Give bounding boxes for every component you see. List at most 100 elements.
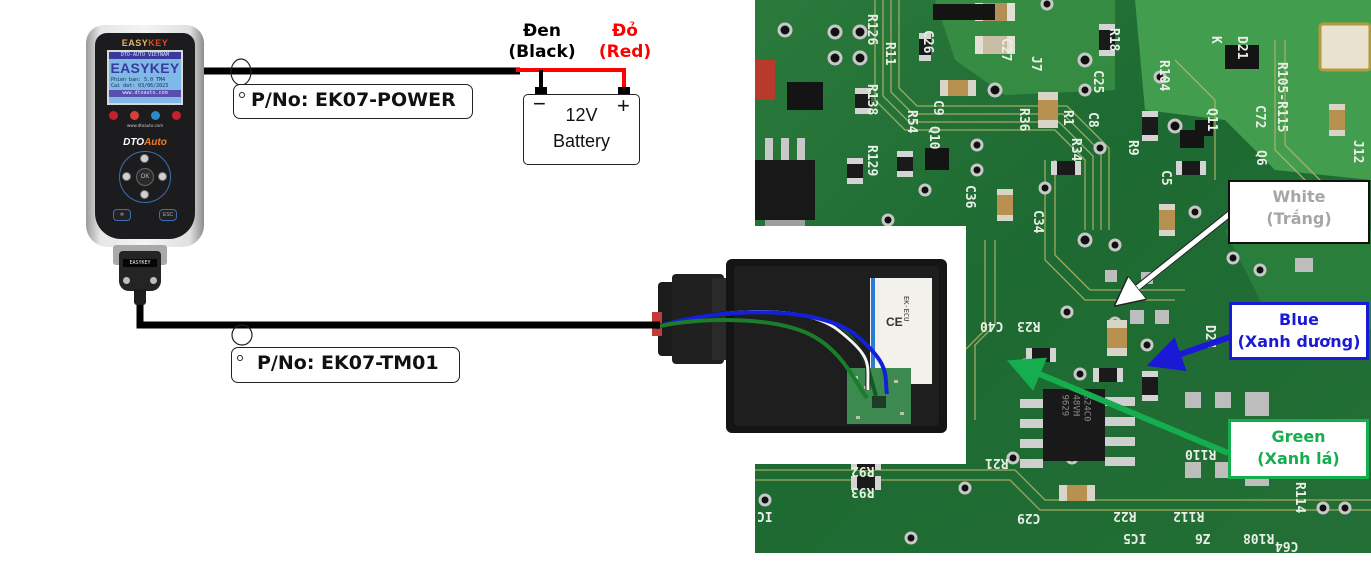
pcb-label: R129 (864, 145, 879, 177)
black-wire-vn: Đen (523, 21, 561, 41)
screen-version: Phien ban: 5.0 TM4 (111, 77, 166, 83)
eeprom-marking: S24C0 48VH 9629 (1059, 395, 1092, 439)
blue-pin-vn: (Xanh dương) (1237, 332, 1361, 351)
tag-hole-icon (237, 355, 243, 361)
brand-easy: EASY (121, 38, 149, 48)
pcb-label: C40 (980, 318, 1004, 333)
red-wire-label: Đỏ (Red) (590, 21, 660, 63)
screen-title: EASYKEY (110, 60, 180, 76)
pcb-label: Q11 (1204, 108, 1219, 132)
pcb-label: R93 (851, 484, 875, 499)
pcb-label: R11 (882, 42, 897, 66)
pcb-label: C9 (930, 100, 945, 116)
pcb-label: IC5 (1123, 530, 1147, 545)
suzuki-logo-icon (172, 111, 181, 120)
maker-auto: Auto (144, 137, 167, 148)
black-wire-en: (Black) (508, 42, 576, 62)
pcb-label: C26 (920, 30, 935, 54)
down-button[interactable] (140, 190, 149, 199)
white-pin-vn: (Trắng) (1266, 209, 1332, 228)
ecu-module-artwork: EK-ECU CE (652, 259, 947, 433)
pcb-label: C34 (1030, 210, 1045, 234)
connector-tag: EASYKEY (123, 259, 157, 267)
pcb-label: Z6 (1195, 530, 1211, 545)
battery-neg-terminal (535, 87, 547, 96)
pcb-label: R114 (1292, 482, 1307, 514)
chip-marking-line: S24C0 (1081, 394, 1092, 422)
pcb-label: D21 (1234, 36, 1249, 60)
pcb-label: R108 (1243, 530, 1275, 545)
chip-marking-line: 48VH (1070, 394, 1081, 417)
pcb-photo: R126 R11 C26 C27 J7 R18 C25 R104 D21 K R… (755, 0, 1371, 553)
connector-boot (134, 289, 146, 305)
pcb-label: C36 (962, 185, 977, 209)
battery-12v: − + 12V Battery (523, 91, 640, 165)
up-button[interactable] (140, 154, 149, 163)
power-part-number: P/No: EK07-POWER (251, 89, 456, 111)
pcb-label: R138 (864, 84, 879, 116)
pcb-label: R23 (1017, 318, 1041, 333)
minus-icon: − (533, 91, 546, 116)
connector-screw (150, 277, 157, 284)
black-wire-label: Đen (Black) (500, 21, 584, 63)
pcb-label: C72 (1252, 105, 1267, 129)
ecu-panel: EK-ECU CE (642, 226, 966, 464)
pcb-label: R104 (1156, 60, 1171, 92)
cable-layer (136, 58, 660, 346)
tag-hole-icon (239, 92, 245, 98)
right-button[interactable] (158, 172, 167, 181)
esc-button[interactable]: ESC (159, 209, 177, 221)
battery-pos-terminal (618, 87, 630, 96)
pcb-label: Q10 (926, 126, 941, 150)
power-cable-tag: P/No: EK07-POWER (233, 84, 473, 119)
pcb-label: R21 (985, 455, 1009, 470)
easykey-device: EASYKEY DTO-AUTO VIETNAM EASYKEY Phien b… (86, 25, 204, 247)
pcb-label: R126 (864, 14, 879, 46)
pcb-label: J7 (1028, 56, 1043, 72)
ok-button[interactable]: OK (136, 168, 154, 186)
pcb-label: R22 (1113, 508, 1137, 523)
honda-logo-icon (109, 111, 118, 120)
left-button[interactable] (122, 172, 131, 181)
battery-label: Battery (552, 131, 611, 151)
pcb-label: R9 (1125, 140, 1140, 156)
green-pin-vn: (Xanh lá) (1257, 449, 1340, 468)
screen-header: DTO-AUTO VIETNAM (109, 52, 181, 59)
screen-install-date: Cai dat: 03/06/2023 (111, 83, 169, 89)
blue-pin-callout: Blue (Xanh dương) (1229, 302, 1369, 360)
pcb-label: R54 (904, 110, 919, 134)
pcb-label: R112 (1173, 508, 1205, 523)
white-pin-callout: White (Trắng) (1228, 180, 1370, 244)
sym-logo-icon (151, 111, 160, 120)
pcb-label: R18 (1106, 28, 1121, 52)
chip-marking-line: 9629 (1059, 394, 1070, 417)
pcb-label: C8 (1085, 112, 1100, 128)
connector-hood (119, 251, 161, 291)
pcb-artwork (755, 0, 1371, 553)
green-pin-en: Green (1271, 427, 1326, 446)
pcb-label: R92 (851, 463, 875, 478)
pcb-label: J12 (1350, 140, 1365, 164)
ecu-part-number: P/No: EK07-TM01 (257, 352, 439, 374)
red-wire-en: (Red) (598, 42, 652, 62)
brand-logos (109, 111, 181, 120)
device-face: EASYKEY DTO-AUTO VIETNAM EASYKEY Phien b… (95, 33, 195, 239)
ecu-cable-tag: P/No: EK07-TM01 (231, 347, 460, 383)
plus-icon: + (617, 93, 630, 118)
battery-voltage: 12V (565, 105, 598, 125)
pcb-label: R110 (1185, 446, 1217, 461)
red-wire (516, 68, 626, 93)
settings-button[interactable]: ✲ (113, 209, 131, 221)
green-pin-callout: Green (Xanh lá) (1228, 419, 1369, 479)
pcb-label: R36 (1016, 108, 1031, 132)
pcb-label: C25 (1090, 70, 1105, 94)
pcb-label: R105-R115 (1274, 62, 1289, 133)
pcb-label: C5 (1158, 170, 1173, 186)
red-wire-vn: Đỏ (612, 21, 638, 41)
connector-screw (123, 277, 130, 284)
device-screen: DTO-AUTO VIETNAM EASYKEY Phien ban: 5.0 … (107, 50, 183, 105)
device-maker: DTOAuto (95, 137, 195, 148)
yamaha-logo-icon (130, 111, 139, 120)
pcb-label: D24 (1202, 325, 1217, 349)
pcb-label: R1 (1060, 110, 1075, 126)
